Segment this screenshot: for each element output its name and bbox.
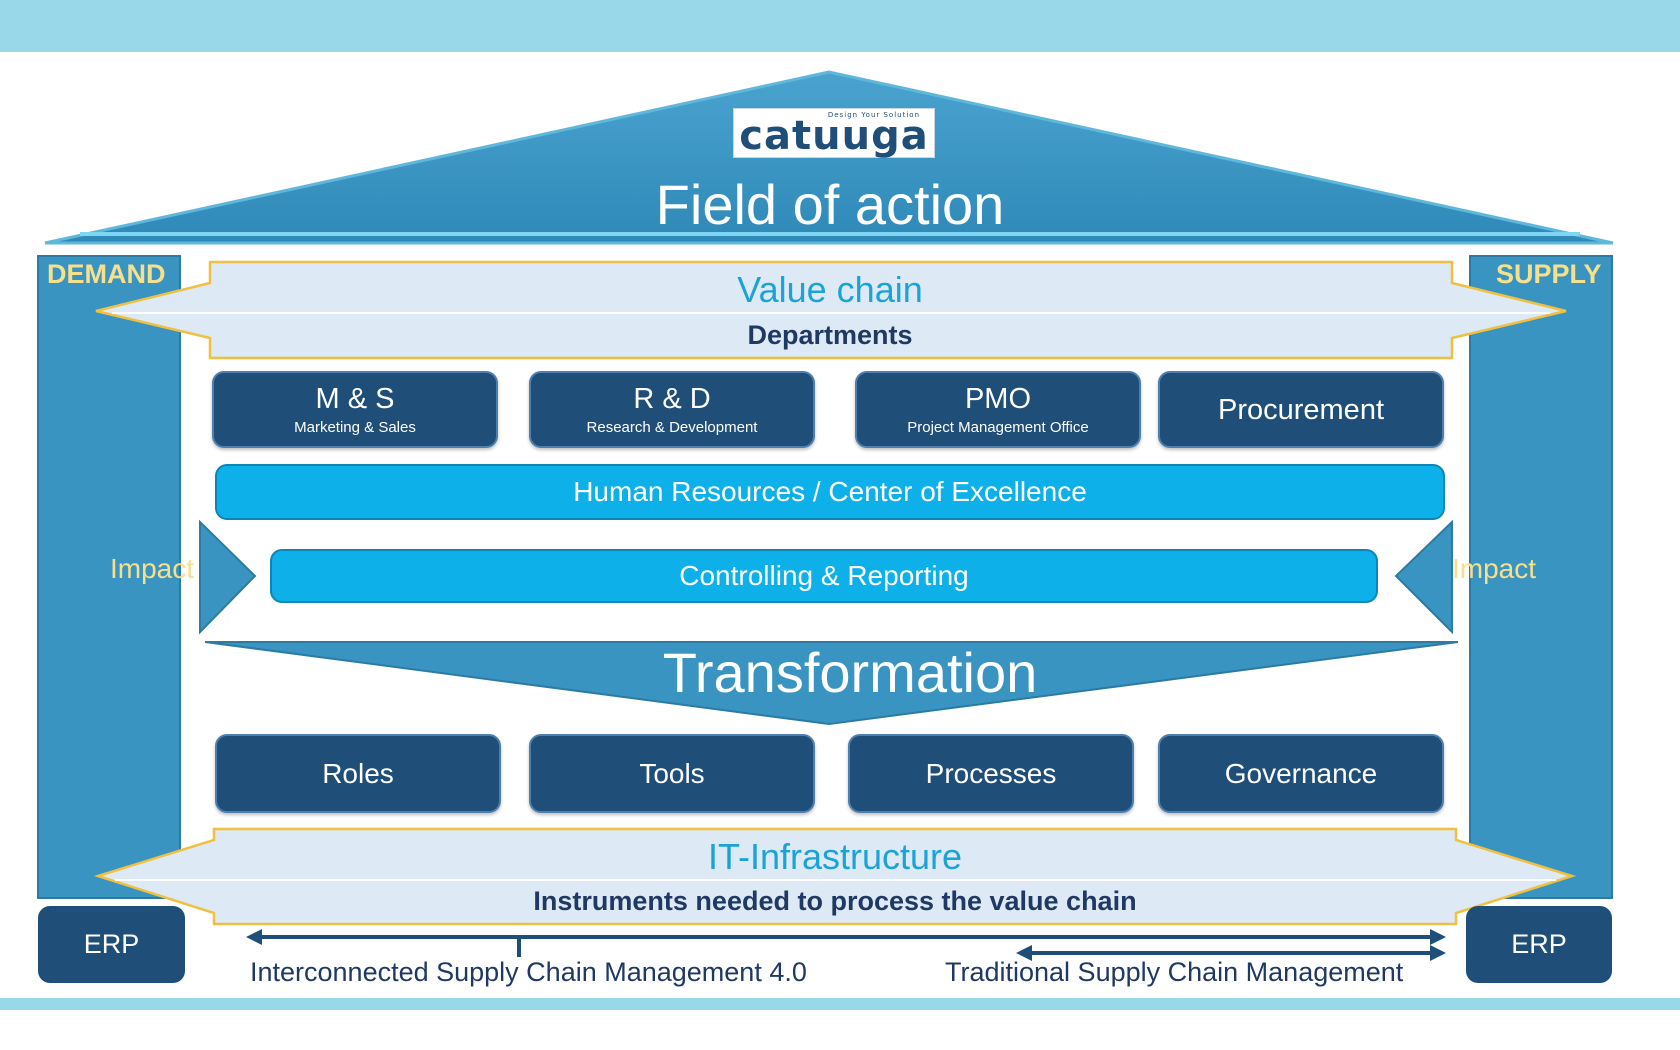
transformation-funnel: [204, 641, 1459, 726]
department-title: R & D: [633, 382, 711, 415]
impact-arrow-left: [199, 519, 257, 635]
logo-tagline: Design Your Solution: [827, 111, 920, 119]
tools-box: Tools: [529, 734, 815, 813]
it-infrastructure-subtitle: Instruments needed to process the value …: [533, 886, 1137, 916]
department-box-ms: M & S Marketing & Sales: [212, 371, 498, 448]
hr-center-of-excellence-bar: Human Resources / Center of Excellence: [215, 464, 1445, 520]
interconnected-scm-arrow-head-right: [1430, 929, 1446, 945]
interconnected-scm-caption: Interconnected Supply Chain Management 4…: [250, 957, 807, 987]
traditional-scm-arrow-head-right: [1430, 945, 1446, 961]
department-title: M & S: [315, 382, 395, 415]
department-box-procurement: Procurement: [1158, 371, 1444, 448]
field-of-action-title: Field of action: [655, 173, 1005, 236]
transformation-title: Transformation: [662, 641, 1038, 704]
department-subtitle: Research & Development: [586, 418, 758, 436]
value-chain-banner: [95, 260, 1567, 360]
demand-label: DEMAND: [47, 259, 166, 289]
department-subtitle: Project Management Office: [907, 418, 1089, 436]
governance-box: Governance: [1158, 734, 1444, 813]
interconnected-scm-arrow-head-left: [246, 929, 262, 945]
traditional-scm-caption: Traditional Supply Chain Management: [945, 957, 1404, 987]
departments-subtitle: Departments: [747, 320, 913, 350]
logo-wordmark: catuuga: [739, 113, 929, 159]
processes-box: Processes: [848, 734, 1134, 813]
impact-label-left: Impact: [110, 553, 195, 584]
impact-label-right: Impact: [1452, 553, 1537, 584]
erp-box-right: ERP: [1466, 906, 1612, 983]
it-infrastructure-banner: [93, 827, 1577, 926]
catuuga-logo: Design Your Solution catuuga: [733, 108, 935, 158]
erp-box-left: ERP: [38, 906, 185, 983]
impact-arrow-right: [1394, 519, 1453, 635]
department-box-rd: R & D Research & Development: [529, 371, 815, 448]
controlling-reporting-bar: Controlling & Reporting: [270, 549, 1378, 603]
department-subtitle: Marketing & Sales: [294, 418, 416, 436]
traditional-scm-arrow-head-left: [1016, 945, 1032, 961]
department-title: Procurement: [1217, 393, 1384, 426]
it-infrastructure-title: IT-Infrastructure: [707, 836, 963, 877]
value-chain-title: Value chain: [737, 269, 923, 310]
department-title: PMO: [964, 382, 1032, 415]
roles-box: Roles: [215, 734, 501, 813]
department-box-pmo: PMO Project Management Office: [855, 371, 1141, 448]
supply-pillar: [1469, 255, 1613, 899]
supply-label: SUPPLY: [1496, 259, 1602, 289]
top-band: [0, 0, 1680, 52]
demand-pillar: [37, 255, 181, 899]
bottom-band: [0, 998, 1680, 1010]
